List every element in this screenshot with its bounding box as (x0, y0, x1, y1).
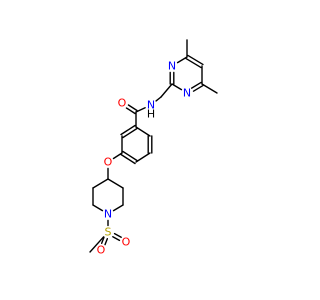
atom-background-os1 (120, 236, 132, 248)
bond-b1-b2-a (120, 124, 136, 136)
atom-label-os1: O (122, 236, 131, 249)
bond-pn3-pc4 (176, 56, 188, 64)
bond-p4-p3 (92, 178, 109, 189)
atom-label-pn: N (104, 208, 112, 221)
bond-pc2-ch2 (160, 83, 173, 98)
bond-s-ms (89, 236, 105, 253)
bond-layer (89, 39, 218, 253)
bond-b3-oeth (112, 152, 123, 160)
atom-label-pn1: N (183, 87, 191, 100)
bond-s-os2-b (104, 238, 109, 246)
bond-cco-ocarb-b (125, 107, 136, 115)
atom-label-pn3: N (168, 60, 176, 73)
atom-label-oeth: O (104, 156, 113, 169)
bond-s-os1-b (113, 232, 122, 238)
atom-background-pn (102, 208, 114, 220)
bond-pc4-pc5-b (187, 54, 204, 66)
bond-pc6-pn1-a (190, 81, 202, 89)
bond-pn-p6 (112, 204, 124, 212)
atom-background-oeth (102, 156, 114, 168)
bond-b3-b4-b (122, 150, 138, 162)
atom-background-pn1 (181, 87, 193, 99)
atom-label-os2: O (97, 244, 106, 257)
bond-pc6-me2 (201, 83, 218, 94)
bond-p2-pn (92, 204, 104, 212)
atom-label-ocarb: O (118, 97, 127, 110)
atom-label-nh: N (147, 99, 155, 112)
atom-background-h (145, 108, 157, 120)
atom-background-pn3 (166, 60, 178, 72)
bond-s-os2-a (100, 236, 105, 244)
bond-pc4-pc5-a (185, 57, 202, 69)
bond-b1-b2-b (122, 127, 138, 139)
bond-cco-ocarb-a (127, 104, 138, 112)
bond-p5-p4 (107, 178, 124, 189)
bond-s-os1-a (112, 236, 121, 242)
bond-pc6-pn1-b (192, 84, 204, 92)
atom-background-nh (145, 99, 157, 111)
bond-b6-b1 (135, 126, 151, 137)
atom-label-s: S (105, 226, 112, 239)
atom-background-ocarb (116, 97, 128, 109)
atom-background-s (102, 226, 114, 238)
bond-ch2-nh (155, 96, 162, 102)
bond-pn1-pc2 (171, 83, 183, 91)
bond-nh-cco (135, 107, 146, 113)
atom-background-os2 (95, 244, 107, 256)
bond-b4-b5 (135, 152, 151, 163)
atom-label-h: H (147, 108, 155, 121)
bond-b3-b4-a (120, 153, 136, 165)
